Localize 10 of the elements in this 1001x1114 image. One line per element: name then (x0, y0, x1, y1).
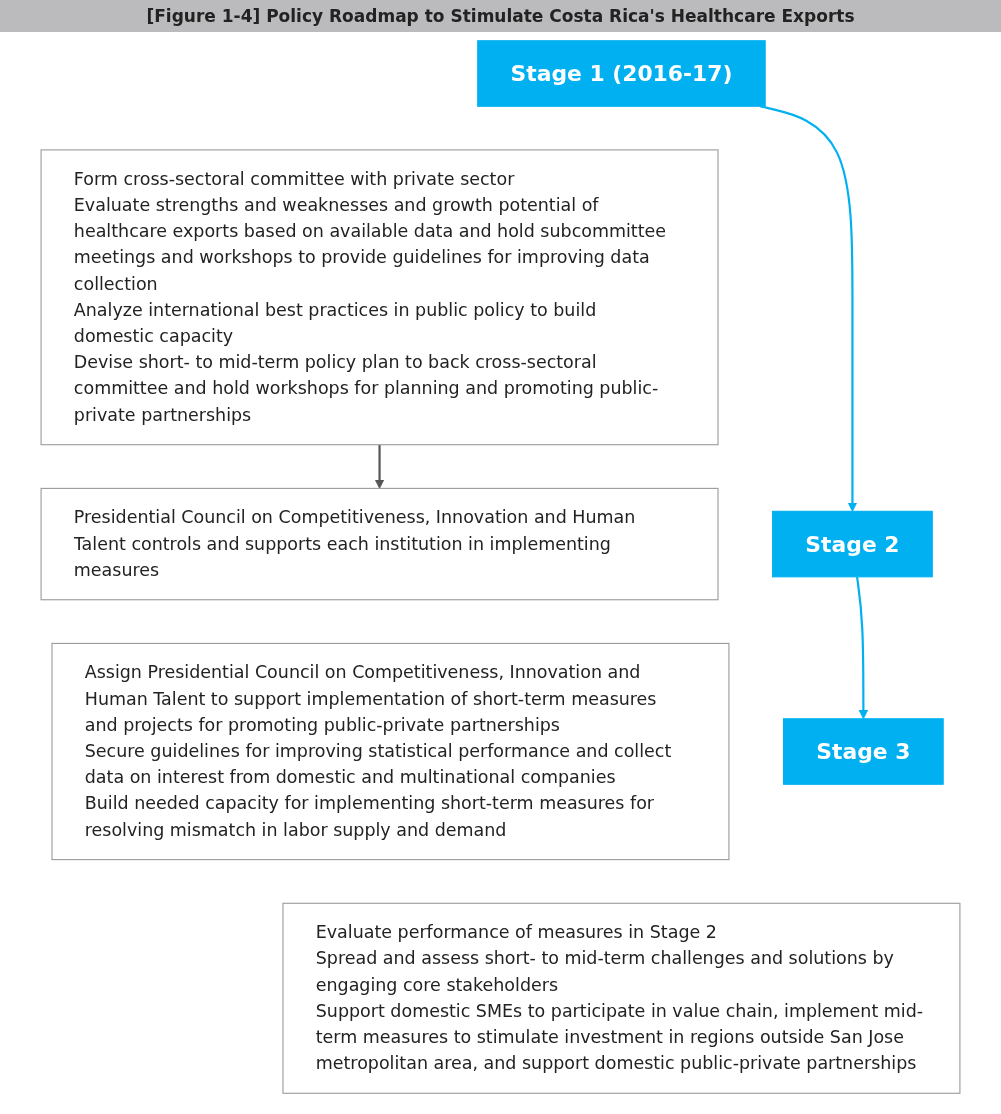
node-box: Stage 2 (772, 510, 933, 578)
node-box: Assign Presidential Council on Competitiveness, Innovation and Human Talent to support implementation of short-term measures and projects for promoting public-private partnerships Secure guidelines for improving statistical performance and collect data on interest from domestic and multinational companies Build needed capacity for implementing short-term measures for resolving mismatch in labor supply and demand (51, 642, 730, 861)
node-box: Presidential Council on Competitiveness, Innovation and Human Talent controls and supports each institution in implementing measures (40, 487, 719, 601)
node-box: Stage 3 (783, 718, 944, 785)
arrow (374, 444, 385, 489)
node-box: Stage 1 (2016-17) (477, 40, 766, 107)
figure-title: [Figure 1-4] Policy Roadmap to Stimulate Costa Rica's Healthcare Exports (0, 0, 1001, 32)
arrow (855, 576, 869, 720)
node-box: Evaluate performance of measures in Stage 2 Spread and assess short- to mid-term challenges and solutions by engaging core stakeholders Support domestic SMEs to participate in value chain, implement mid-term measures to stimulate investment in regions outside San Jose metropolitan area, and support domestic public-private partnerships (282, 902, 961, 1094)
node-box: Form cross-sectoral committee with private sector Evaluate strengths and weaknesses and growth potential of healthcare exports based on available data and hold subcommittee meetings and workshops to provide guidelines for improving data collection Analyze international best practices in public policy to build domestic capacity Devise short- to mid-term policy plan to back cross-sectoral committee and hold workshops for planning and promoting public-private partnerships (40, 149, 719, 446)
